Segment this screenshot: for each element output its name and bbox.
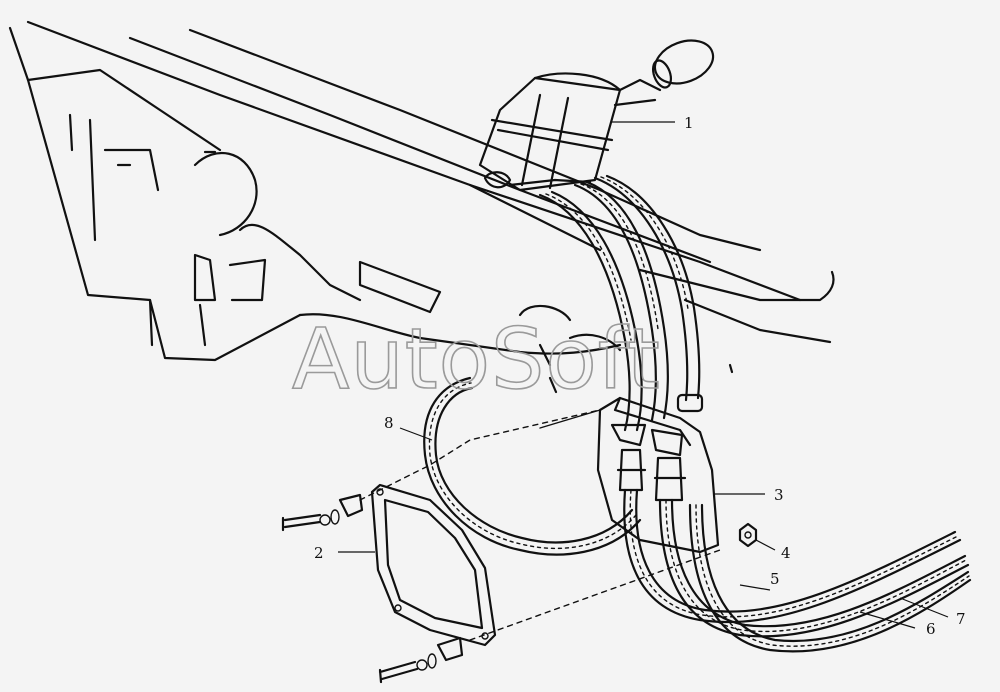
body-panel: [8, 20, 835, 394]
part-3-connector-plate: [596, 396, 720, 554]
part-8-cable-loop: [423, 376, 642, 556]
callout-2: 2: [314, 544, 324, 562]
callout-5: 5: [770, 570, 780, 588]
parts-5-6-7-lower-cables: [623, 488, 972, 653]
part-2-cover-plate: [370, 483, 497, 647]
callout-7: 7: [956, 610, 966, 628]
watermark-text: AutoSoft: [292, 310, 661, 408]
callout-8: 8: [384, 414, 394, 432]
callout-1: 1: [684, 114, 694, 132]
cable-bundle-upper: [538, 174, 704, 432]
callout-4: 4: [781, 544, 791, 562]
callout-3: 3: [774, 486, 784, 504]
part-1-handle: [478, 39, 715, 192]
callout-6: 6: [926, 620, 936, 638]
part-4-nut: [738, 522, 758, 548]
callout-labels: 1 2 3 4 5 6 7 8: [314, 114, 966, 638]
fasteners: [281, 493, 464, 684]
alignment-lines: [359, 409, 721, 641]
leader-lines: [338, 121, 949, 629]
